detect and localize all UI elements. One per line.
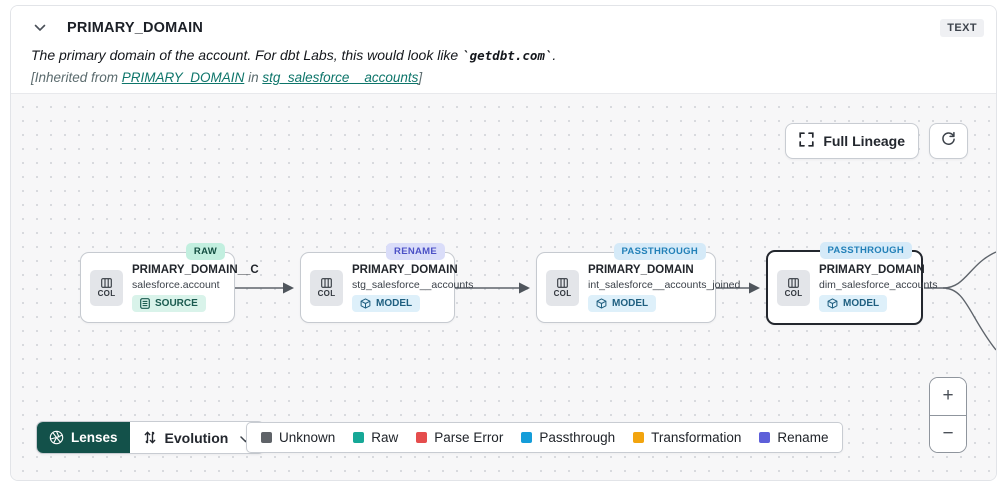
zoom-divider [930, 414, 966, 416]
node-body: PRIMARY_DOMAIN__C salesforce.account SOU… [132, 263, 259, 312]
resource-type-label: MODEL [843, 297, 880, 309]
node-column-name: PRIMARY_DOMAIN__C [132, 263, 259, 276]
inherited-model-link[interactable]: stg_salesforce__accounts [262, 70, 419, 85]
resource-type-chip: SOURCE [132, 294, 206, 312]
evolution-badge: RAW [185, 243, 225, 260]
resource-type-label: MODEL [612, 297, 649, 309]
inherited-column-link[interactable]: PRIMARY_DOMAIN [121, 70, 245, 85]
lineage-node-salesforce-account[interactable]: RAW COL PRIMARY_DOMAIN__C salesforce.acc… [80, 243, 259, 323]
node-column-name: PRIMARY_DOMAIN [819, 263, 925, 276]
legend-label: Rename [777, 430, 829, 445]
legend-item-unknown: Unknown [261, 430, 335, 445]
lens-select-evolution[interactable]: Evolution [129, 422, 265, 453]
inherited-middle: in [244, 70, 263, 85]
legend-label: Parse Error [434, 430, 504, 445]
node-body: PRIMARY_DOMAIN int_salesforce__accounts_… [588, 263, 741, 312]
description-period: . [552, 47, 557, 63]
lineage-canvas[interactable]: Full Lineage RAW COL PRIMARY_DOMAIN__C s… [11, 94, 996, 480]
lens-selected-label: Evolution [164, 429, 229, 446]
node-model-name: int_salesforce__accounts_joined [588, 278, 741, 291]
lenses-control: Lenses Evolution [36, 421, 266, 454]
col-label: COL [97, 288, 116, 298]
column-icon: COL [90, 269, 123, 306]
description-text: The primary domain of the account. For d… [31, 47, 463, 63]
node-body: PRIMARY_DOMAIN stg_salesforce__accounts … [352, 263, 474, 312]
column-lineage-panel: PRIMARY_DOMAIN TEXT The primary domain o… [10, 5, 997, 481]
lens-aperture-icon [49, 430, 64, 445]
legend-item-parse-error: Parse Error [416, 430, 503, 445]
col-label: COL [317, 288, 336, 298]
source-icon [140, 297, 150, 309]
legend-swatch [416, 432, 428, 443]
collapse-chevron-icon[interactable] [29, 17, 51, 39]
column-icon: COL [310, 269, 343, 306]
column-icon: COL [546, 269, 579, 306]
inherited-prefix: [Inherited from [31, 70, 122, 85]
node-column-name: PRIMARY_DOMAIN [588, 263, 694, 276]
doc-header: PRIMARY_DOMAIN TEXT [11, 6, 996, 40]
evolution-badge: PASSTHROUGH [613, 243, 706, 260]
resource-type-chip: MODEL [352, 294, 421, 312]
legend-label: Unknown [279, 430, 336, 445]
inherited-note: [Inherited from PRIMARY_DOMAIN in stg_sa… [11, 63, 996, 85]
column-title: PRIMARY_DOMAIN [67, 20, 203, 36]
model-icon [360, 297, 371, 309]
column-doc-section: PRIMARY_DOMAIN TEXT The primary domain o… [11, 6, 996, 94]
node-column-name: PRIMARY_DOMAIN [352, 263, 458, 276]
model-icon [596, 297, 607, 309]
resource-type-label: SOURCE [155, 297, 198, 309]
legend-item-transformation: Transformation [633, 430, 741, 445]
lenses-button[interactable]: Lenses [37, 422, 130, 453]
column-description: The primary domain of the account. For d… [11, 40, 996, 63]
evolution-legend: Unknown Raw Parse Error Passthrough Tran… [246, 422, 844, 453]
evolution-icon [144, 431, 155, 444]
lineage-node-int-salesforce-accounts-joined[interactable]: PASSTHROUGH COL PRIMARY_DOMAIN int_sales… [536, 243, 741, 323]
resource-type-label: MODEL [376, 297, 413, 309]
fullscreen-icon [799, 132, 814, 150]
legend-item-passthrough: Passthrough [521, 430, 615, 445]
legend-swatch [521, 432, 533, 443]
node-model-name: salesforce.account [132, 278, 220, 291]
legend-swatch [261, 432, 272, 443]
refresh-button[interactable] [929, 123, 968, 159]
legend-label: Passthrough [539, 430, 616, 445]
zoom-controls: + − [929, 377, 967, 453]
lineage-node-dim-salesforce-accounts[interactable]: PASSTHROUGH COL PRIMARY_DOMAIN dim_sales… [766, 242, 938, 325]
refresh-icon [940, 130, 957, 152]
lineage-node-stg-salesforce-accounts[interactable]: RENAME COL PRIMARY_DOMAIN stg_salesforce… [300, 243, 474, 323]
column-icon: COL [777, 269, 810, 306]
legend-item-rename: Rename [759, 430, 828, 445]
legend-label: Raw [371, 430, 399, 445]
resource-type-chip: MODEL [588, 294, 657, 312]
data-type-badge: TEXT [940, 19, 984, 37]
node-model-name: dim_salesforce_accounts [819, 278, 938, 291]
legend-item-raw: Raw [353, 430, 398, 445]
lenses-label: Lenses [71, 430, 118, 445]
legend-label: Transformation [651, 430, 742, 445]
legend-swatch [633, 432, 645, 443]
col-label: COL [553, 288, 572, 298]
evolution-badge: PASSTHROUGH [819, 242, 912, 259]
node-body: PRIMARY_DOMAIN dim_salesforce_accounts M… [819, 263, 938, 312]
zoom-out-button[interactable]: − [930, 415, 966, 452]
evolution-badge: RENAME [386, 243, 445, 260]
description-code: `getdbt.com` [462, 48, 553, 63]
legend-swatch [353, 432, 365, 443]
resource-type-chip: MODEL [819, 294, 888, 312]
full-lineage-button[interactable]: Full Lineage [785, 123, 919, 159]
node-model-name: stg_salesforce__accounts [352, 278, 474, 291]
legend-swatch [759, 432, 771, 443]
model-icon [827, 297, 838, 309]
zoom-in-button[interactable]: + [930, 378, 966, 415]
full-lineage-label: Full Lineage [823, 133, 905, 149]
col-label: COL [784, 288, 803, 298]
inherited-suffix: ] [418, 70, 423, 85]
